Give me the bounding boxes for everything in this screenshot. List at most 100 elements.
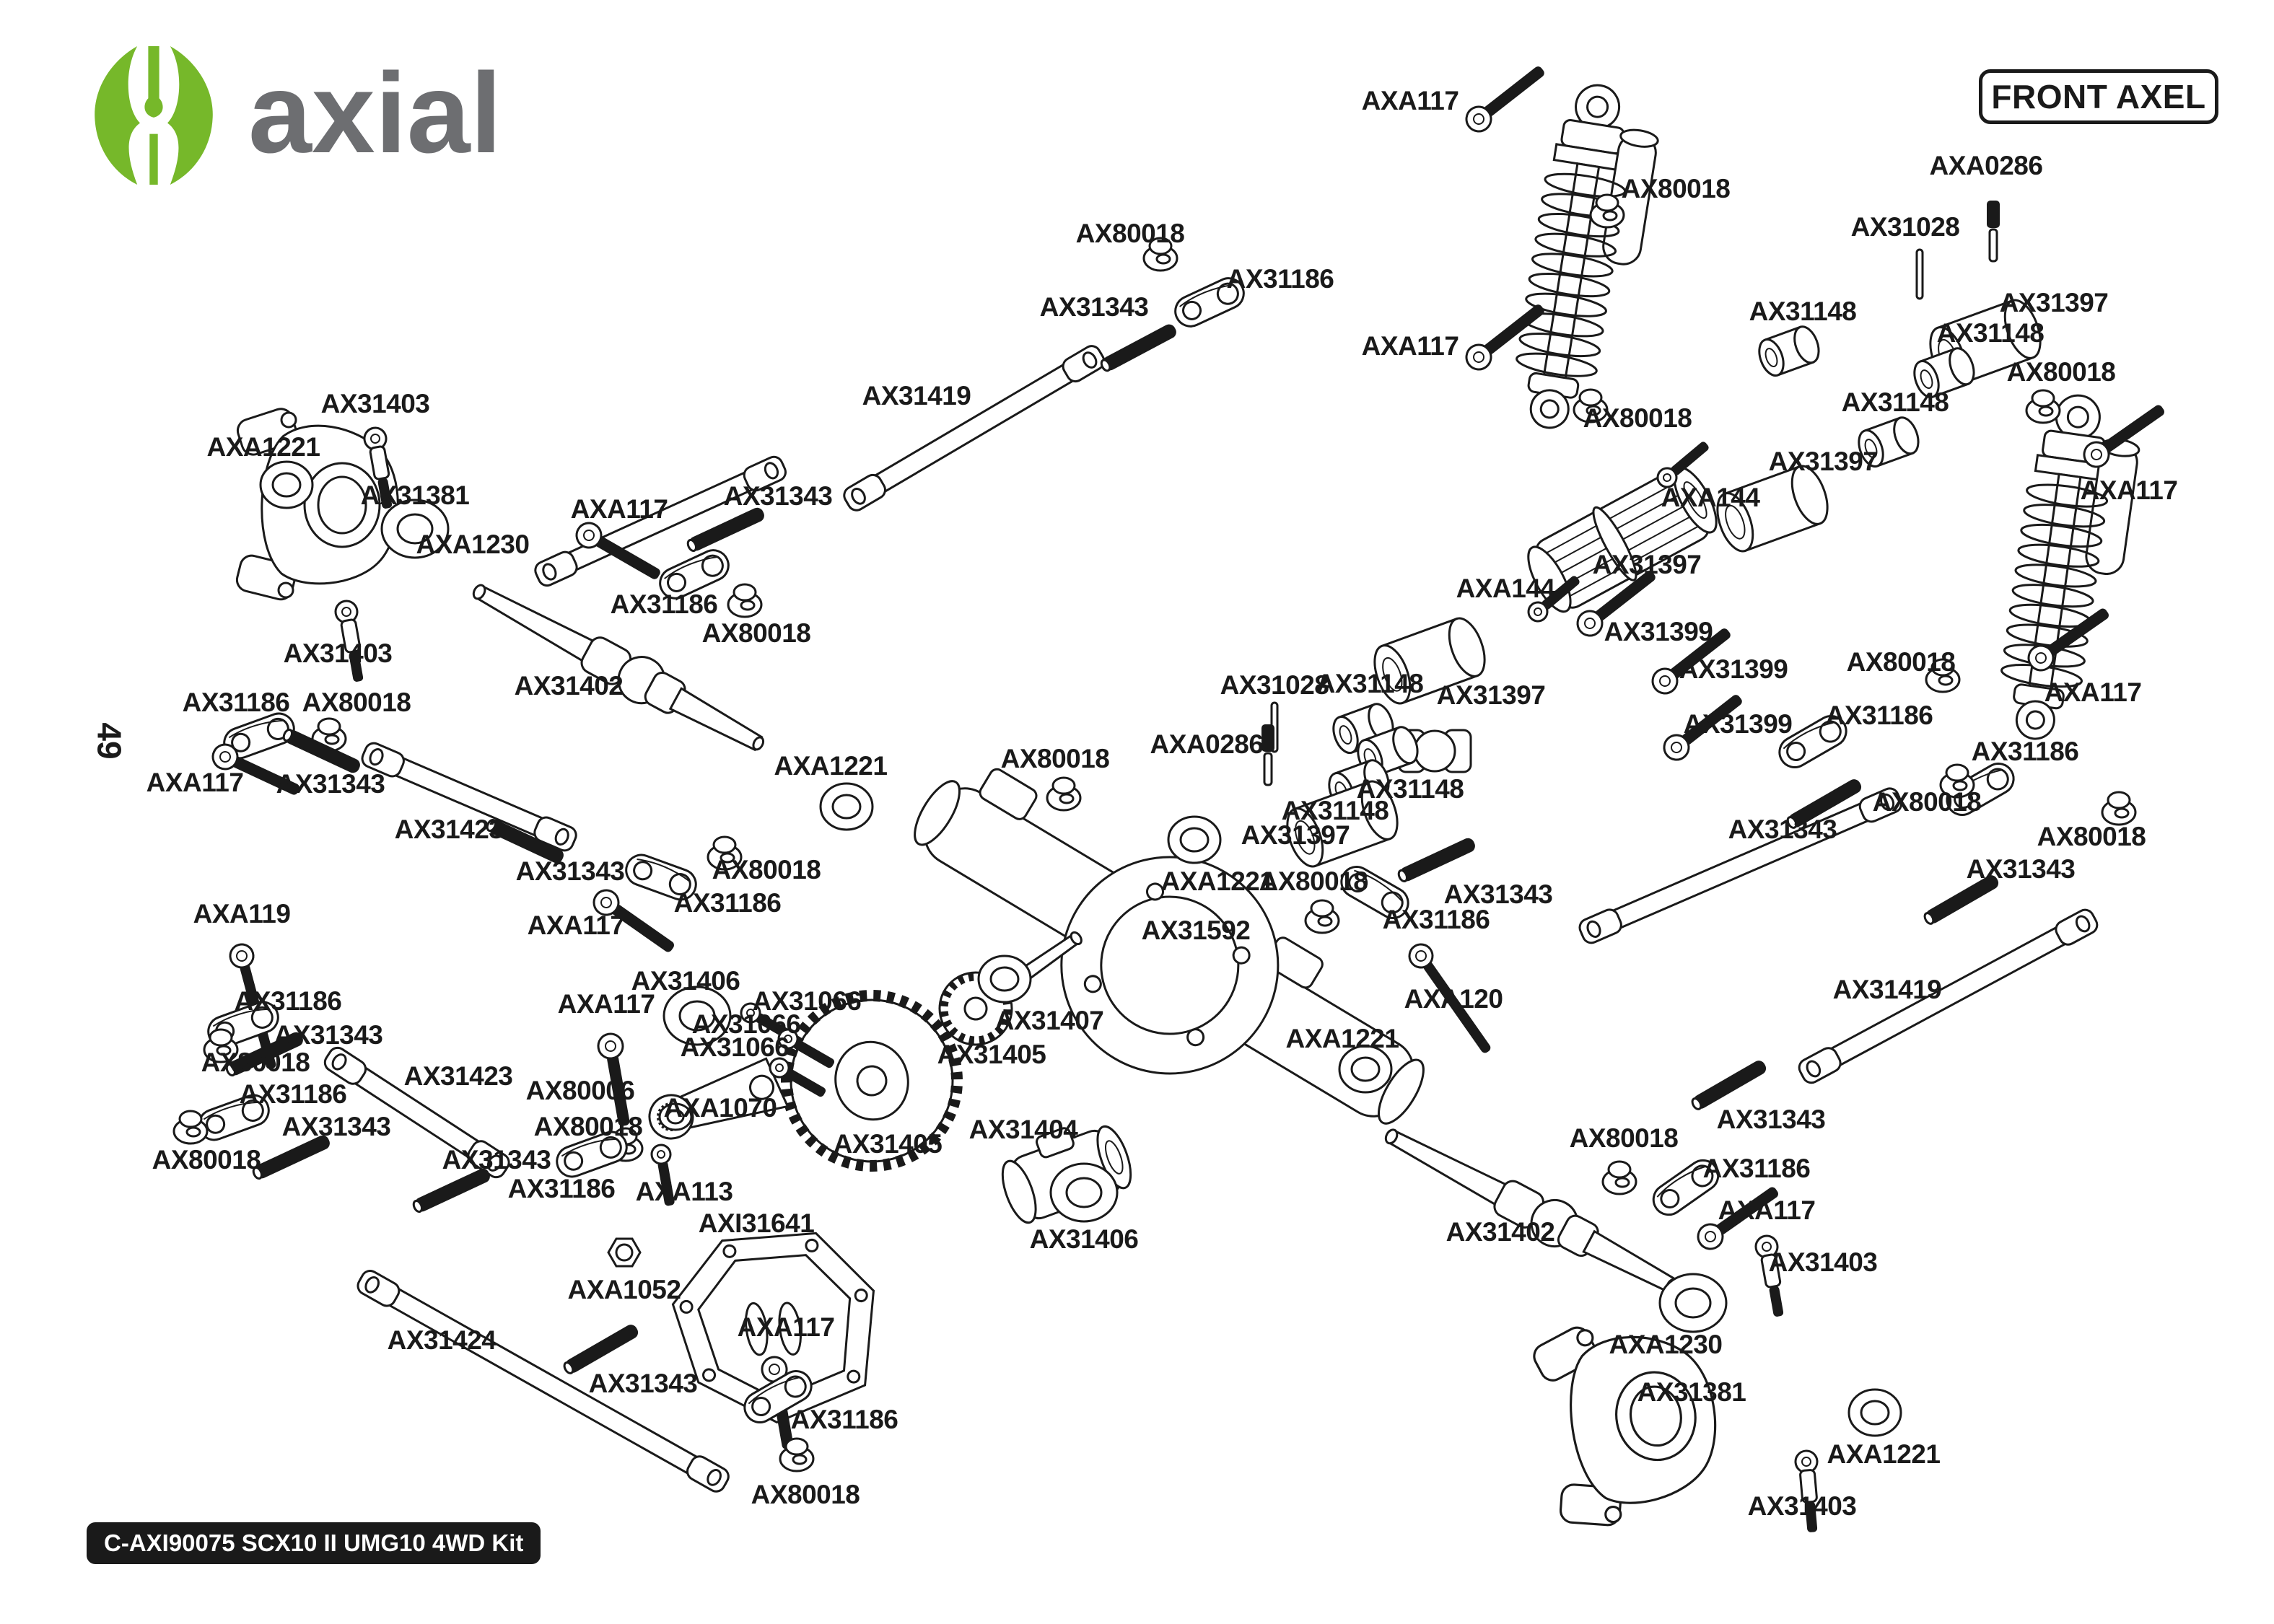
part-label-ax31148: AX31148	[1281, 796, 1389, 825]
part-label-ax31028: AX31028	[1850, 212, 1960, 242]
part-label-ax80018: AX80018	[2006, 357, 2116, 387]
part-label-ax31399: AX31399	[1683, 709, 1793, 739]
part-label-ax80018: AX80018	[152, 1145, 261, 1175]
part-label-ax31343: AX31343	[281, 1112, 391, 1141]
part-label-ax80018: AX80018	[201, 1048, 310, 1077]
part-label-ax31419: AX31419	[862, 381, 971, 411]
diff-cover	[671, 1232, 875, 1424]
part-label-axa1221: AXA1221	[206, 432, 320, 462]
part-label-ax31186: AX31186	[507, 1174, 616, 1203]
part-label-ax31419: AX31419	[1832, 975, 1942, 1004]
part-label-ax31186: AX31186	[1702, 1154, 1811, 1183]
part-label-axa117: AXA117	[1361, 86, 1459, 115]
part-label-axa1221: AXA1221	[774, 751, 888, 781]
ring-gear	[781, 990, 963, 1172]
part-label-ax80018: AX80018	[302, 688, 411, 717]
part-label-ax31186: AX31186	[610, 589, 718, 619]
part-label-ax31397: AX31397	[1592, 550, 1702, 579]
part-label-ax80018: AX80018	[701, 618, 811, 648]
part-label-axa144: AXA144	[1661, 483, 1760, 512]
part-label-ax80018: AX80018	[1259, 866, 1368, 896]
part-label-ax31405: AX31405	[833, 1129, 943, 1159]
part-label-ax31343: AX31343	[274, 1020, 383, 1050]
part-label-axa1052: AXA1052	[567, 1275, 681, 1304]
brand-wordmark: axial	[248, 50, 502, 177]
part-label-ax80018: AX80018	[1000, 744, 1110, 773]
axle-housing	[914, 768, 1425, 1125]
part-label-ax31186: AX31186	[673, 888, 782, 918]
part-label-ax31343: AX31343	[1443, 879, 1553, 909]
part-label-ax31148: AX31148	[1936, 318, 2045, 348]
part-label-ax80018: AX80018	[712, 855, 821, 885]
part-label-axa119: AXA119	[193, 899, 291, 929]
part-label-axa113: AXA113	[635, 1177, 733, 1206]
part-label-ax31403: AX31403	[320, 389, 430, 418]
brand-logo: axial	[85, 43, 502, 188]
part-label-axa1070: AXA1070	[663, 1093, 777, 1123]
part-label-axa117: AXA117	[2080, 475, 2178, 505]
part-label-ax31343: AX31343	[1039, 292, 1149, 322]
part-label-ax80018: AX80018	[1872, 787, 1982, 817]
part-label-ax31403: AX31403	[1747, 1491, 1857, 1521]
part-label-axa117: AXA117	[737, 1312, 835, 1342]
part-label-ax31403: AX31403	[1768, 1247, 1878, 1277]
part-label-ax80006: AX80006	[525, 1076, 635, 1105]
part-label-ax31148: AX31148	[1841, 387, 1949, 417]
part-label-ax31028: AX31028	[1220, 670, 1329, 700]
part-label-ax31405: AX31405	[937, 1040, 1046, 1069]
part-label-ax80018: AX80018	[751, 1480, 860, 1509]
part-label-ax80018: AX80018	[1846, 647, 1956, 677]
part-label-axa144: AXA144	[1456, 574, 1555, 603]
part-label-axa1221: AXA1221	[1160, 866, 1274, 896]
part-label-ax31424: AX31424	[387, 1325, 497, 1355]
part-label-axa1230: AXA1230	[1609, 1330, 1723, 1359]
part-label-ax80018: AX80018	[1621, 174, 1731, 203]
part-label-axa117: AXA117	[1361, 331, 1459, 361]
part-label-ax31403: AX31403	[283, 638, 393, 668]
part-label-ax31343: AX31343	[515, 856, 625, 886]
part-label-ax31343: AX31343	[588, 1369, 698, 1398]
part-label-axa117: AXA117	[2044, 677, 2142, 707]
part-label-axa0286: AXA0286	[1929, 151, 2043, 180]
part-label-ax31406: AX31406	[631, 966, 740, 996]
part-label-ax31343: AX31343	[723, 481, 833, 511]
page-title: FRONT AXEL	[1991, 78, 2206, 115]
part-label-ax31381: AX31381	[1637, 1377, 1746, 1407]
part-label-ax31399: AX31399	[1679, 654, 1788, 684]
part-label-ax31397: AX31397	[1768, 447, 1878, 476]
part-label-ax31397: AX31397	[1999, 288, 2109, 317]
part-label-ax31402: AX31402	[1446, 1217, 1555, 1247]
part-label-ax31423: AX31423	[394, 815, 504, 844]
part-label-axa120: AXA120	[1404, 984, 1503, 1014]
part-label-ax31381: AX31381	[360, 480, 470, 510]
part-label-ax31186: AX31186	[182, 688, 290, 717]
part-label-ax31186: AX31186	[239, 1079, 347, 1109]
part-label-axi31641: AXI31641	[698, 1208, 815, 1238]
part-label-ax31423: AX31423	[403, 1061, 513, 1091]
part-label-ax31404: AX31404	[968, 1115, 1078, 1144]
part-label-axa117: AXA117	[146, 768, 244, 797]
part-label-ax31148: AX31148	[1749, 297, 1857, 326]
part-label-ax80018: AX80018	[533, 1112, 643, 1141]
part-label-axa117: AXA117	[570, 494, 668, 524]
part-label-axa1230: AXA1230	[416, 530, 530, 559]
part-label-axa1221: AXA1221	[1285, 1024, 1399, 1053]
part-label-ax31402: AX31402	[514, 671, 624, 701]
part-label-ax80018: AX80018	[2037, 822, 2146, 851]
part-label-ax31066: AX31066	[752, 986, 862, 1016]
part-label-ax31397: AX31397	[1436, 680, 1546, 710]
part-label-ax31186: AX31186	[1825, 701, 1933, 730]
link-rods	[323, 345, 2099, 1493]
part-label-ax31592: AX31592	[1141, 916, 1251, 945]
part-label-axa117: AXA117	[557, 989, 655, 1019]
page-title-box: FRONT AXEL	[1979, 69, 2218, 124]
part-label-ax31066: AX31066	[691, 1009, 801, 1039]
part-label-ax31186: AX31186	[790, 1405, 898, 1434]
part-label-ax80018: AX80018	[1075, 219, 1185, 248]
part-label-ax31186: AX31186	[1971, 737, 2079, 766]
part-label-ax31186: AX31186	[1226, 264, 1334, 294]
part-label-ax31343: AX31343	[442, 1145, 551, 1175]
part-label-ax31406: AX31406	[1029, 1224, 1139, 1254]
